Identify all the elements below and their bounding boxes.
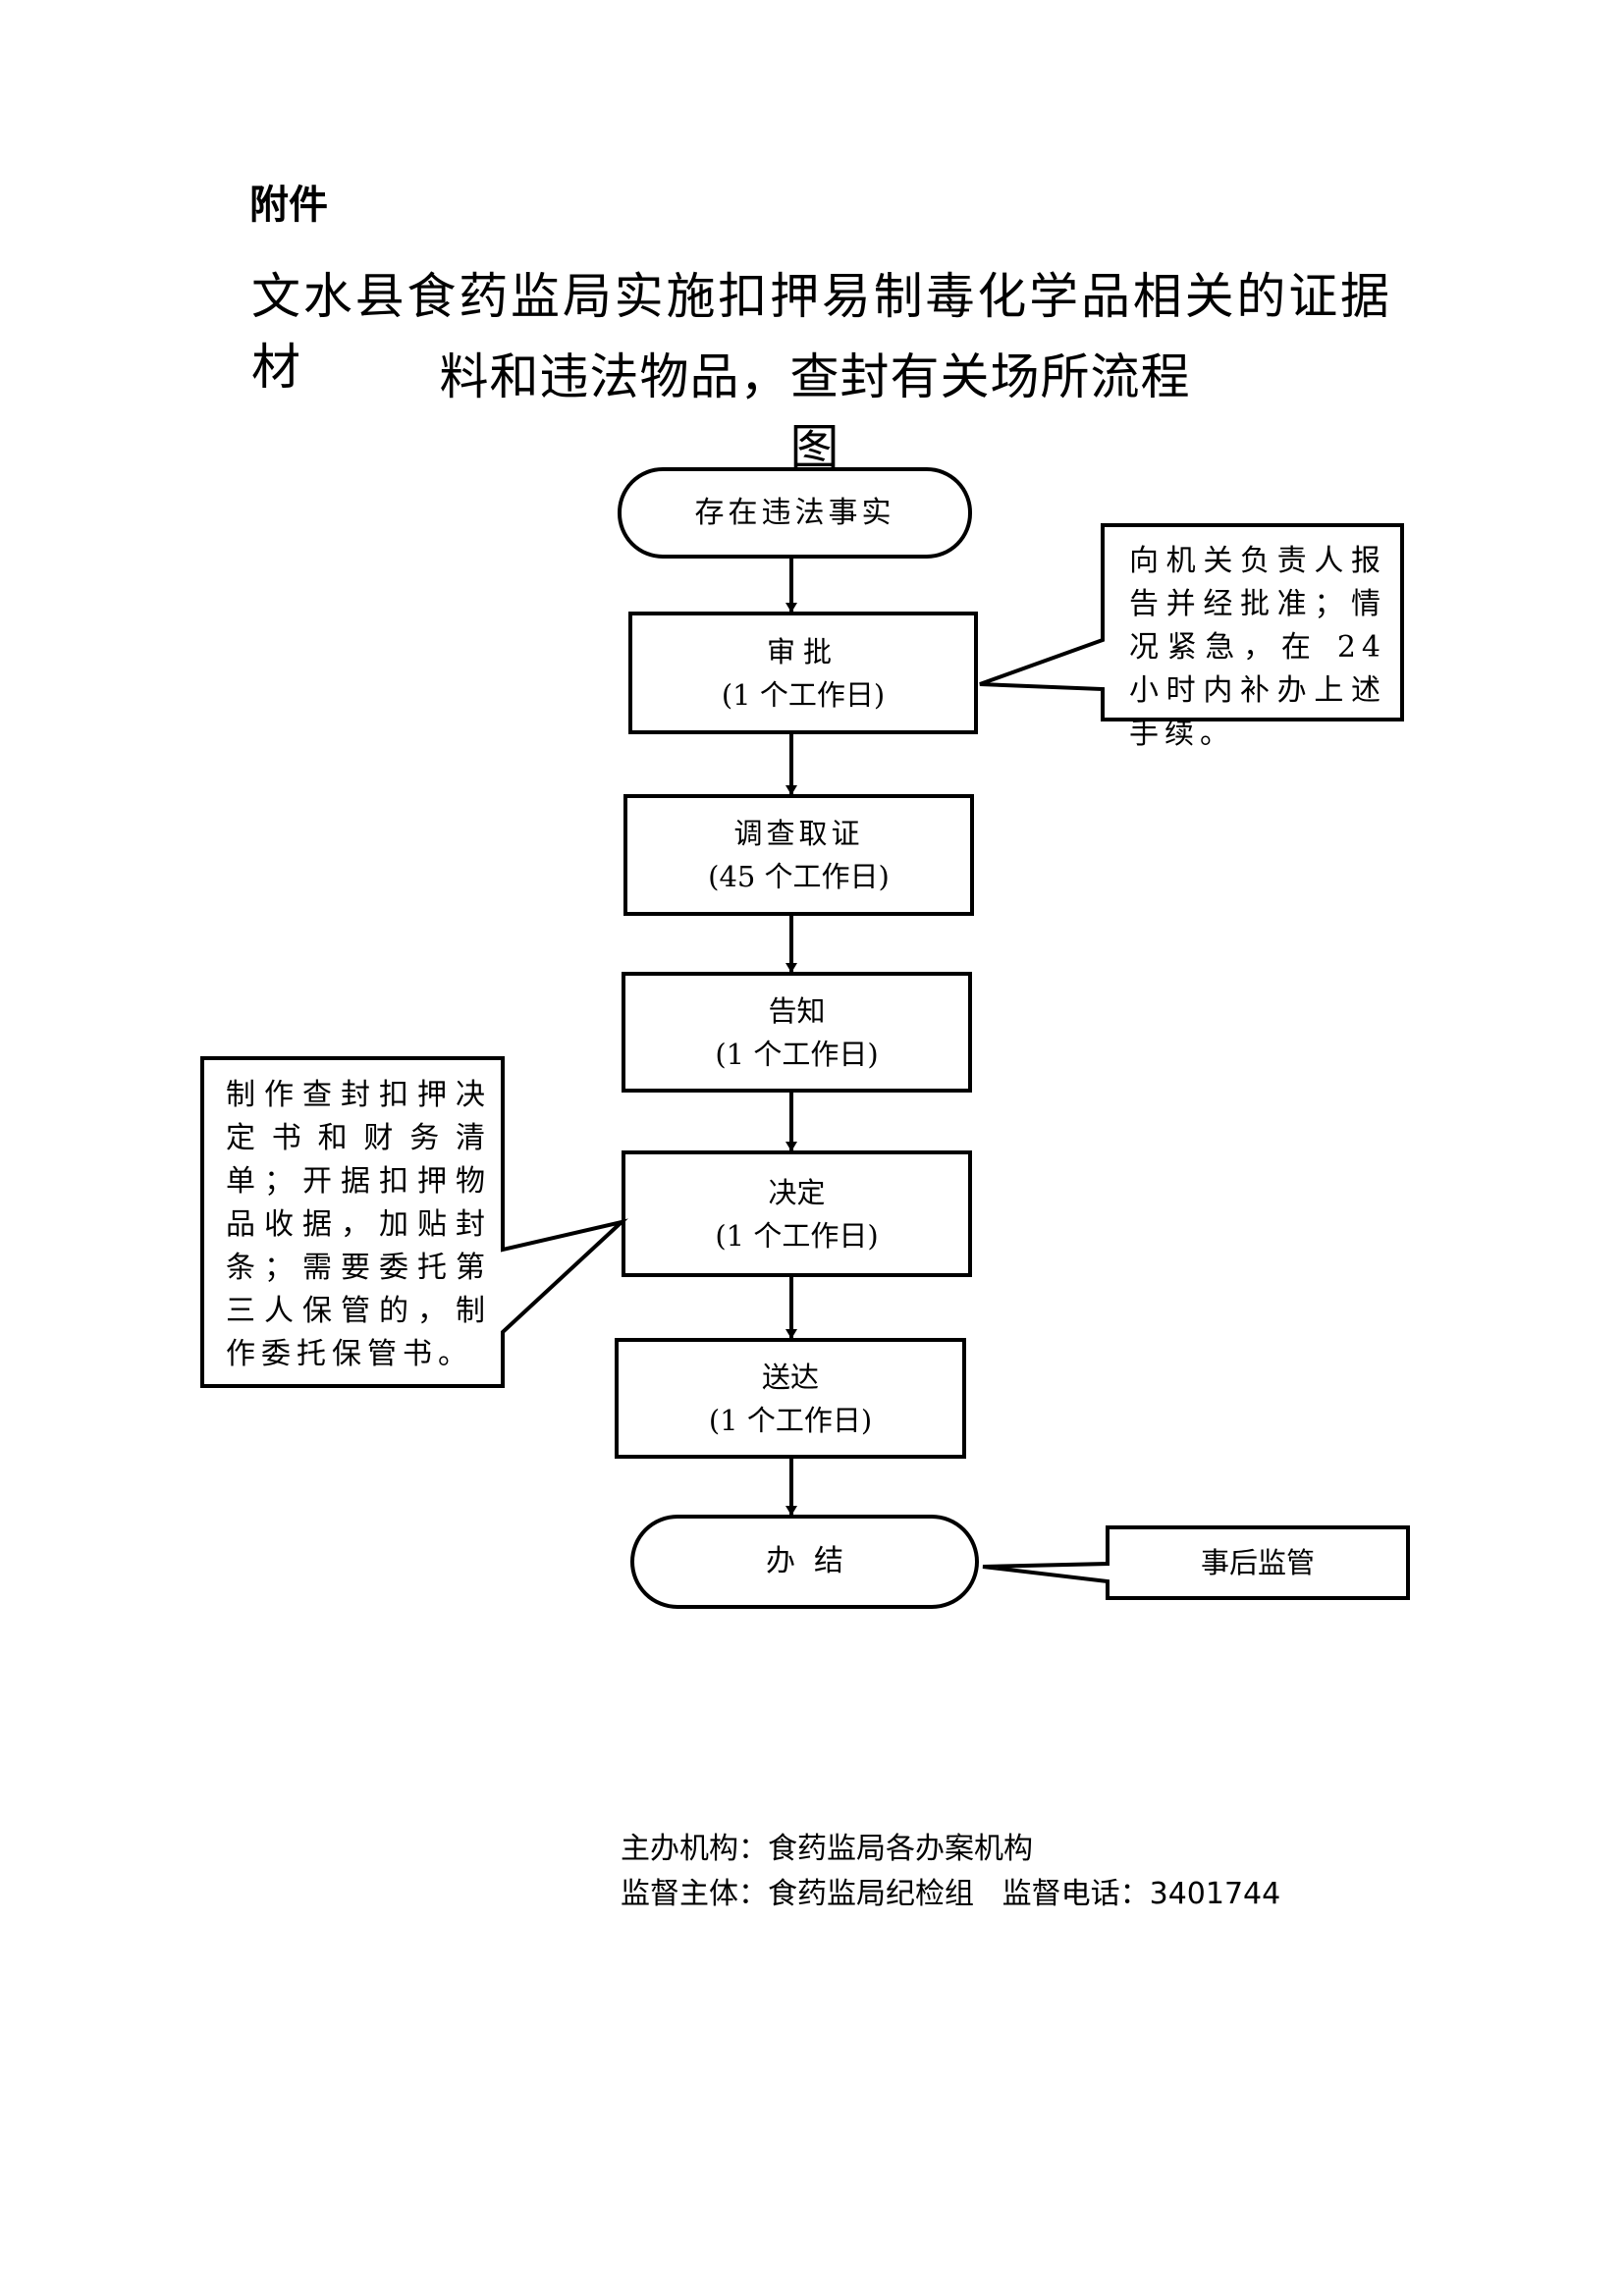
step-name: 调查取证	[733, 817, 864, 850]
approval-note-callout	[979, 523, 1404, 721]
step-delivery: 送达 (1 个工作日)	[617, 1340, 964, 1457]
step-investigation: 调查取证 (45 个工作日)	[625, 796, 972, 914]
step-name: 决定	[768, 1175, 826, 1209]
footer-organizer: 主办机构：食药监局各办案机构	[621, 1832, 1033, 1866]
step-name: 审批	[766, 634, 839, 668]
footer-supervision: 监督主体：食药监局纪检组 监督电话：3401744	[621, 1877, 1281, 1911]
attachment-label: 附件	[249, 183, 328, 228]
approval-box-shape	[628, 612, 978, 734]
step-name: 送达	[761, 1360, 819, 1394]
after-note-callout	[982, 1525, 1410, 1600]
step-decision: 决定 (1 个工作日)	[623, 1152, 970, 1275]
delivery-box-shape	[615, 1338, 966, 1459]
step-duration: (1 个工作日)	[715, 1218, 879, 1253]
end-label: 办 结	[765, 1544, 844, 1578]
approval-note: 向机关负责人报告并经批准；情况紧急，在 24 小时内补办上述手续。	[1129, 544, 1386, 751]
step-duration: (1 个工作日)	[721, 677, 886, 712]
end-terminator: 办 结	[632, 1517, 977, 1607]
step-duration: (1 个工作日)	[715, 1037, 879, 1071]
step-duration: (1 个工作日)	[708, 1403, 873, 1437]
after-supervision-note: 事后监管	[1108, 1527, 1408, 1598]
step-name: 告知	[768, 993, 826, 1028]
start-terminator-shape	[618, 467, 972, 559]
investigation-box-shape	[623, 794, 974, 916]
end-terminator-shape	[630, 1515, 979, 1609]
decision-note: 制作查封扣押决定书和财务清单；开据扣押物品收据，加贴封条；需要委托第三人保管的，…	[226, 1078, 491, 1371]
start-terminator: 存在违法事实	[620, 469, 970, 557]
step-duration: (45 个工作日)	[708, 860, 890, 893]
decision-box-shape	[622, 1150, 972, 1277]
after-supervision-label: 事后监管	[1200, 1546, 1315, 1579]
notify-box-shape	[622, 972, 972, 1093]
step-notify: 告知 (1 个工作日)	[623, 974, 970, 1091]
document-title-line-2: 料和违法物品，查封有关场所流程图	[439, 348, 1191, 476]
document-title-line-1: 文水县食药监局实施扣押易制毒化学品相关的证据材	[251, 268, 1390, 396]
step-approval: 审批 (1 个工作日)	[630, 614, 976, 732]
decision-note-callout	[200, 1056, 628, 1388]
start-label: 存在违法事实	[694, 495, 895, 530]
